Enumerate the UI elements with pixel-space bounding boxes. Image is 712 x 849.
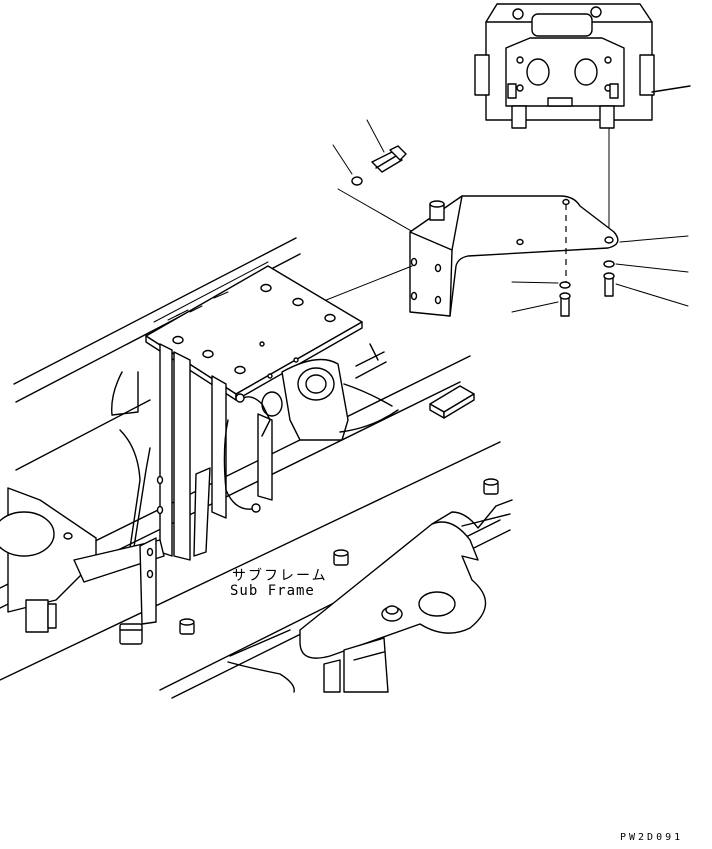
figure-code: PW2D091 (620, 832, 684, 843)
frame-blocks (119, 385, 499, 645)
sub-frame-label-japanese: サブフレーム (232, 568, 328, 584)
pivot-joint (223, 343, 399, 513)
valve-assembly (474, 3, 691, 129)
left-frame-component (0, 487, 97, 633)
sub-frame-label-english: Sub Frame (230, 583, 315, 599)
lower-bolts-and-washers (511, 260, 689, 317)
sub-frame-structure (227, 499, 513, 693)
frame-hatching (167, 291, 229, 321)
mounting-plate (145, 261, 363, 401)
upper-bolt-and-washer (332, 119, 435, 245)
valve-bracket (409, 195, 689, 317)
hanger-strap (139, 537, 157, 625)
